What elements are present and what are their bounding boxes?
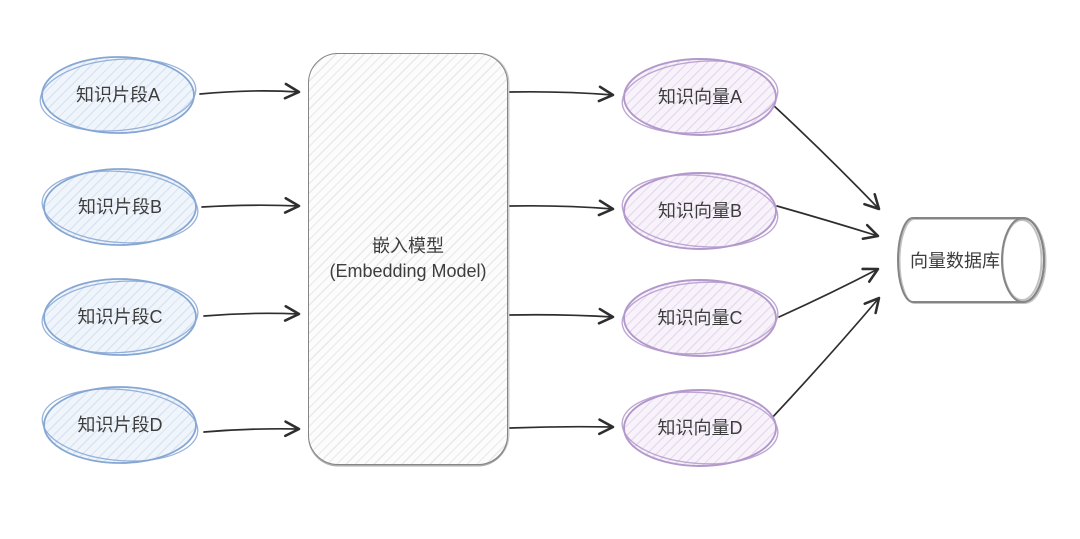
arrow-model-to-vector-c [509, 307, 615, 325]
fragment-b-label: 知识片段B [77, 196, 162, 217]
arrow-vector-a-to-database [771, 103, 881, 211]
vector-d-label: 知识向量D [657, 417, 743, 438]
vector-c-shape [621, 279, 779, 357]
fragment-d-fill [44, 388, 196, 462]
node-knowledge-fragment-c: 知识片段C [40, 276, 200, 358]
node-knowledge-vector-c: 知识向量C [620, 277, 780, 359]
fragment-d-label: 知识片段D [77, 414, 163, 435]
arrow-vector-b-to-database [776, 205, 880, 241]
embedding-model-label-en: (Embedding Model) [329, 261, 487, 281]
arrow-model-to-vector-b [509, 199, 615, 217]
vector-d-shape [621, 389, 779, 467]
node-knowledge-fragment-a: 知识片段A [38, 54, 198, 136]
node-embedding-model: 嵌入模型 (Embedding Model) [308, 53, 508, 465]
vector-b-fill [624, 174, 776, 248]
node-vector-database: 向量数据库 [891, 214, 1049, 306]
node-knowledge-fragment-d: 知识片段D [40, 384, 200, 466]
fragment-d-shape [41, 386, 199, 464]
vector-c-label: 知识向量C [657, 307, 743, 328]
embedding-model-label-cn: 嵌入模型 [371, 235, 444, 256]
arrow-model-to-vector-a [509, 85, 615, 103]
vector-a-fill [624, 60, 776, 134]
arrow-fragment-c-to-model [203, 305, 301, 322]
arrow-fragment-b-to-model [201, 197, 301, 214]
node-knowledge-fragment-b: 知识片段B [40, 166, 200, 248]
fragment-a-fill [42, 58, 194, 132]
arrow-model-to-vector-d [509, 418, 615, 436]
node-knowledge-vector-a: 知识向量A [620, 56, 780, 138]
vector-b-shape [621, 172, 779, 250]
arrow-fragment-a-to-model [199, 82, 301, 100]
arrow-vector-d-to-database [769, 296, 881, 421]
vector-database-label: 向量数据库 [910, 251, 1000, 271]
arrow-fragment-d-to-model [203, 420, 301, 438]
vector-a-shape [621, 58, 779, 136]
embedding-model-label: 嵌入模型 (Embedding Model) [329, 234, 486, 284]
vector-a-label: 知识向量A [657, 86, 742, 107]
fragment-c-label: 知识片段C [77, 306, 163, 327]
fragment-a-label: 知识片段A [75, 84, 160, 105]
vector-b-label: 知识向量B [657, 200, 742, 221]
node-knowledge-vector-b: 知识向量B [620, 170, 780, 252]
vector-database-cylinder-shape [897, 217, 1047, 304]
node-knowledge-vector-d: 知识向量D [620, 387, 780, 469]
fragment-b-shape [41, 168, 199, 246]
fragment-c-shape [41, 278, 199, 356]
arrow-vector-c-to-database [778, 267, 880, 318]
fragment-a-shape [39, 56, 197, 134]
